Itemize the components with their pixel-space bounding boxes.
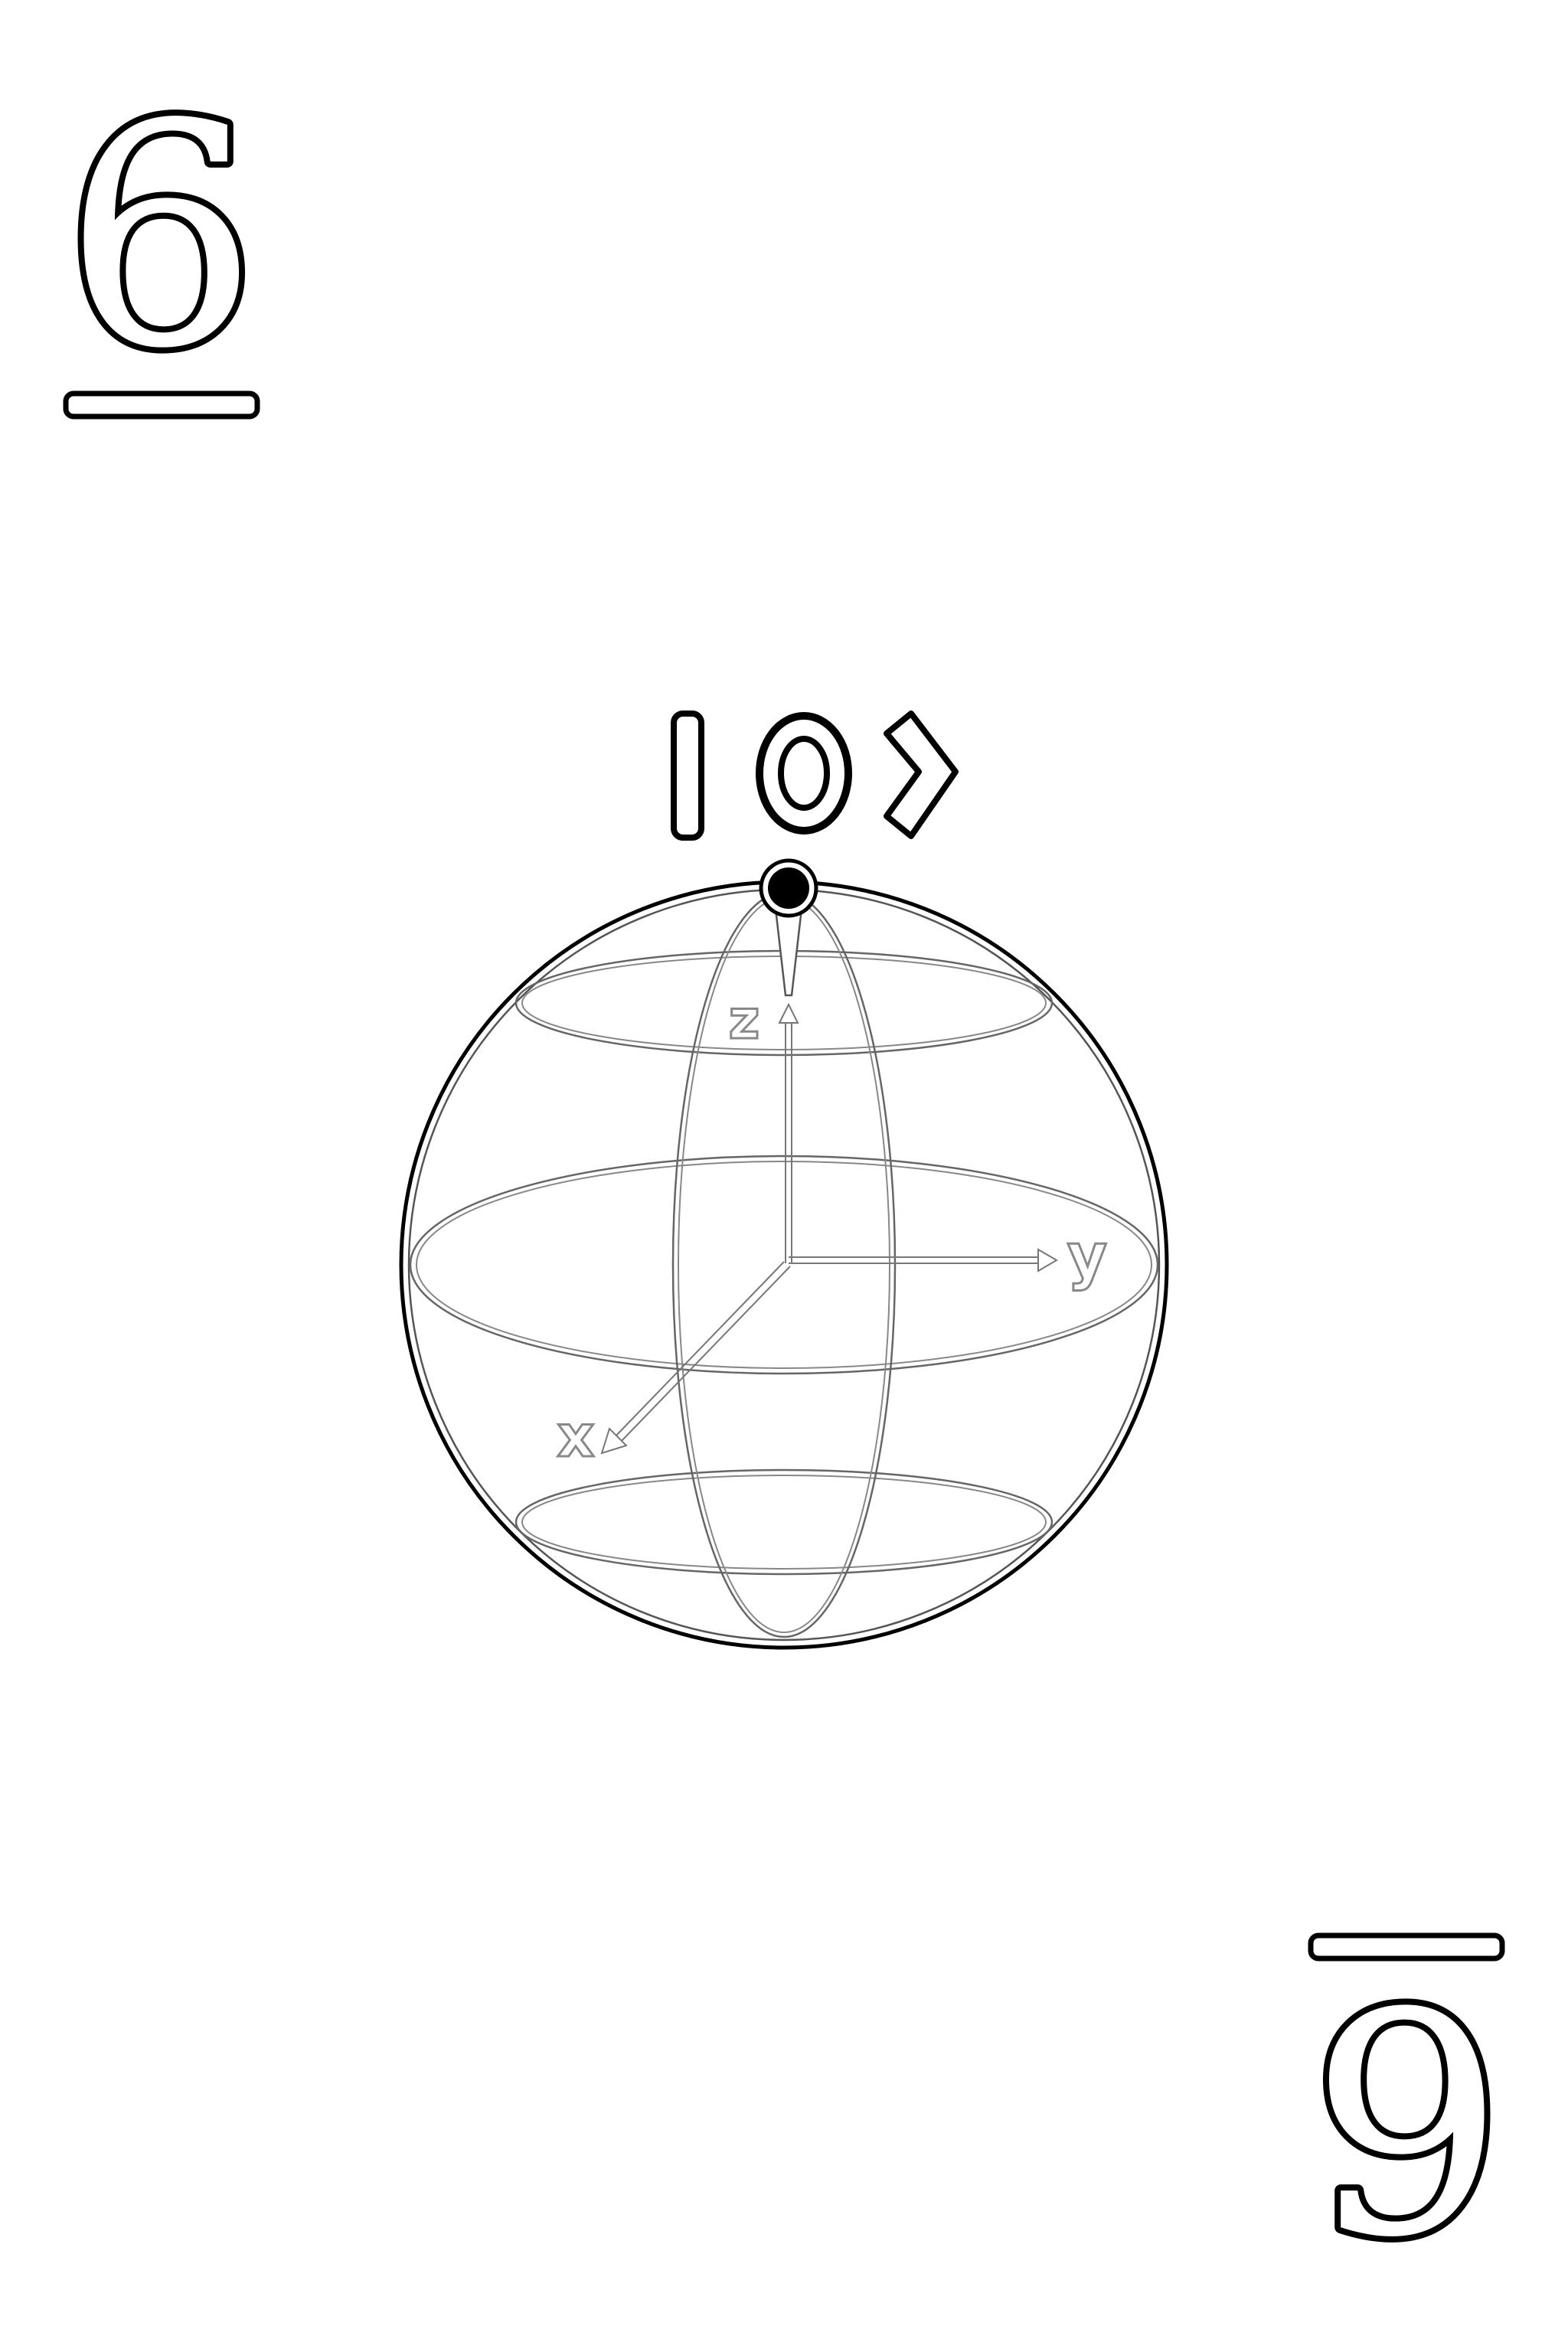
z-axis: z [727, 988, 799, 1263]
rank-bottom-underline [1308, 1932, 1505, 1962]
rank-bottom-numeral: 6 [1310, 1936, 1505, 2292]
sphere-outline-outer [399, 880, 1169, 1650]
y-axis: y [789, 1220, 1109, 1293]
rank-top-numeral: 6 [64, 60, 259, 416]
bloch-sphere: z y x [399, 858, 1169, 1650]
rank-index-bottom: 6 [1304, 1930, 1511, 2298]
ket-bracket [884, 710, 959, 839]
rank-index-top: 6 [57, 54, 265, 422]
x-axis-label: x [557, 1402, 594, 1470]
x-axis: x [556, 1261, 791, 1472]
z-axis-label: z [729, 988, 760, 1051]
ket-bar [671, 710, 704, 841]
state-ket-label [671, 710, 959, 841]
y-axis-label: y [1067, 1220, 1107, 1292]
rank-top-underline [63, 390, 260, 420]
